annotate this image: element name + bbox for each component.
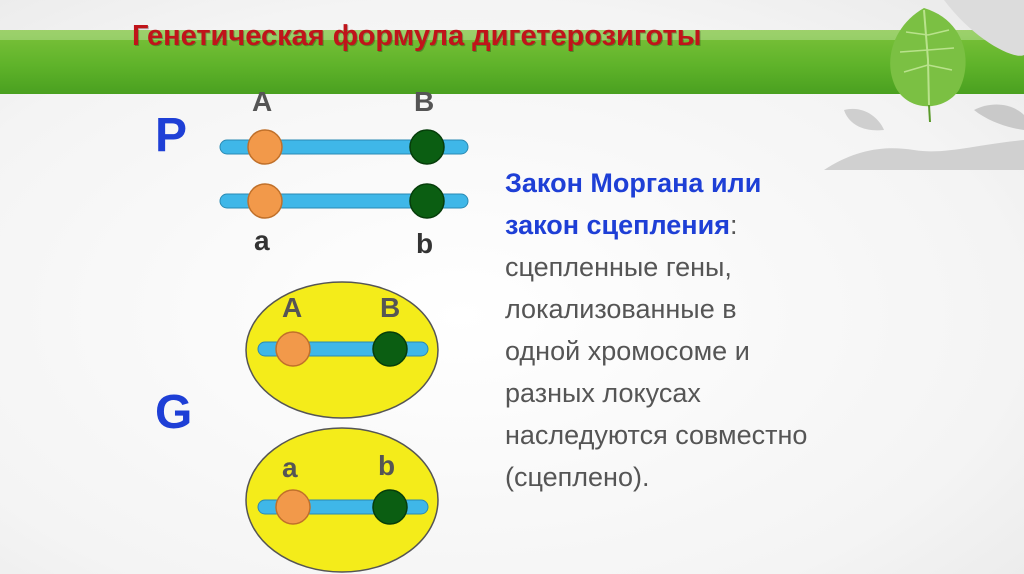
green-banner <box>0 30 1024 94</box>
hands-leaf-decoration <box>824 0 1024 170</box>
p-bottom-right-allele: b <box>416 228 434 259</box>
law-body-line: одной хромосоме и <box>505 336 750 366</box>
banner-highlight <box>0 30 1024 40</box>
law-heading-colon: : <box>729 210 738 240</box>
leaf-icon <box>890 8 966 123</box>
g1-left-allele: A <box>282 292 303 323</box>
law-body-line: наследуются совместно <box>505 420 808 450</box>
p-allele-A-dot <box>247 129 283 165</box>
g1-right-allele: B <box>380 292 401 323</box>
gamete-1-allele-A-dot <box>275 331 311 367</box>
g2-left-allele: a <box>282 452 298 483</box>
p-top-left-allele: A <box>252 86 273 117</box>
p-allele-b-dot <box>409 183 445 219</box>
law-text-block: Закон Моргана или закон сцепления: сцепл… <box>505 162 925 498</box>
law-body-line: сцепленные гены, <box>505 252 732 282</box>
g2-right-allele: b <box>378 450 396 481</box>
law-body-line: (сцеплено). <box>505 462 650 492</box>
law-heading-name: закон сцепления <box>505 210 730 240</box>
gamete-1-allele-B-dot <box>372 331 408 367</box>
slide-title: Генетическая формула дигетерозиготы <box>132 20 702 52</box>
p-bottom-left-allele: a <box>254 225 270 256</box>
gamete-label: G <box>155 386 193 439</box>
hands-icon <box>824 0 1024 170</box>
gamete-2-allele-b-dot <box>372 489 408 525</box>
law-heading-line-2: закон сцепления: <box>505 204 925 246</box>
p-allele-a-dot <box>247 183 283 219</box>
law-body-line: разных локусах <box>505 378 701 408</box>
law-body-line: локализованные в <box>505 294 737 324</box>
law-heading-line-1: Закон Моргана или <box>505 168 762 198</box>
parent-label: P <box>155 109 188 162</box>
p-allele-B-dot <box>409 129 445 165</box>
gamete-2-allele-a-dot <box>275 489 311 525</box>
p-top-right-allele: B <box>414 86 435 117</box>
